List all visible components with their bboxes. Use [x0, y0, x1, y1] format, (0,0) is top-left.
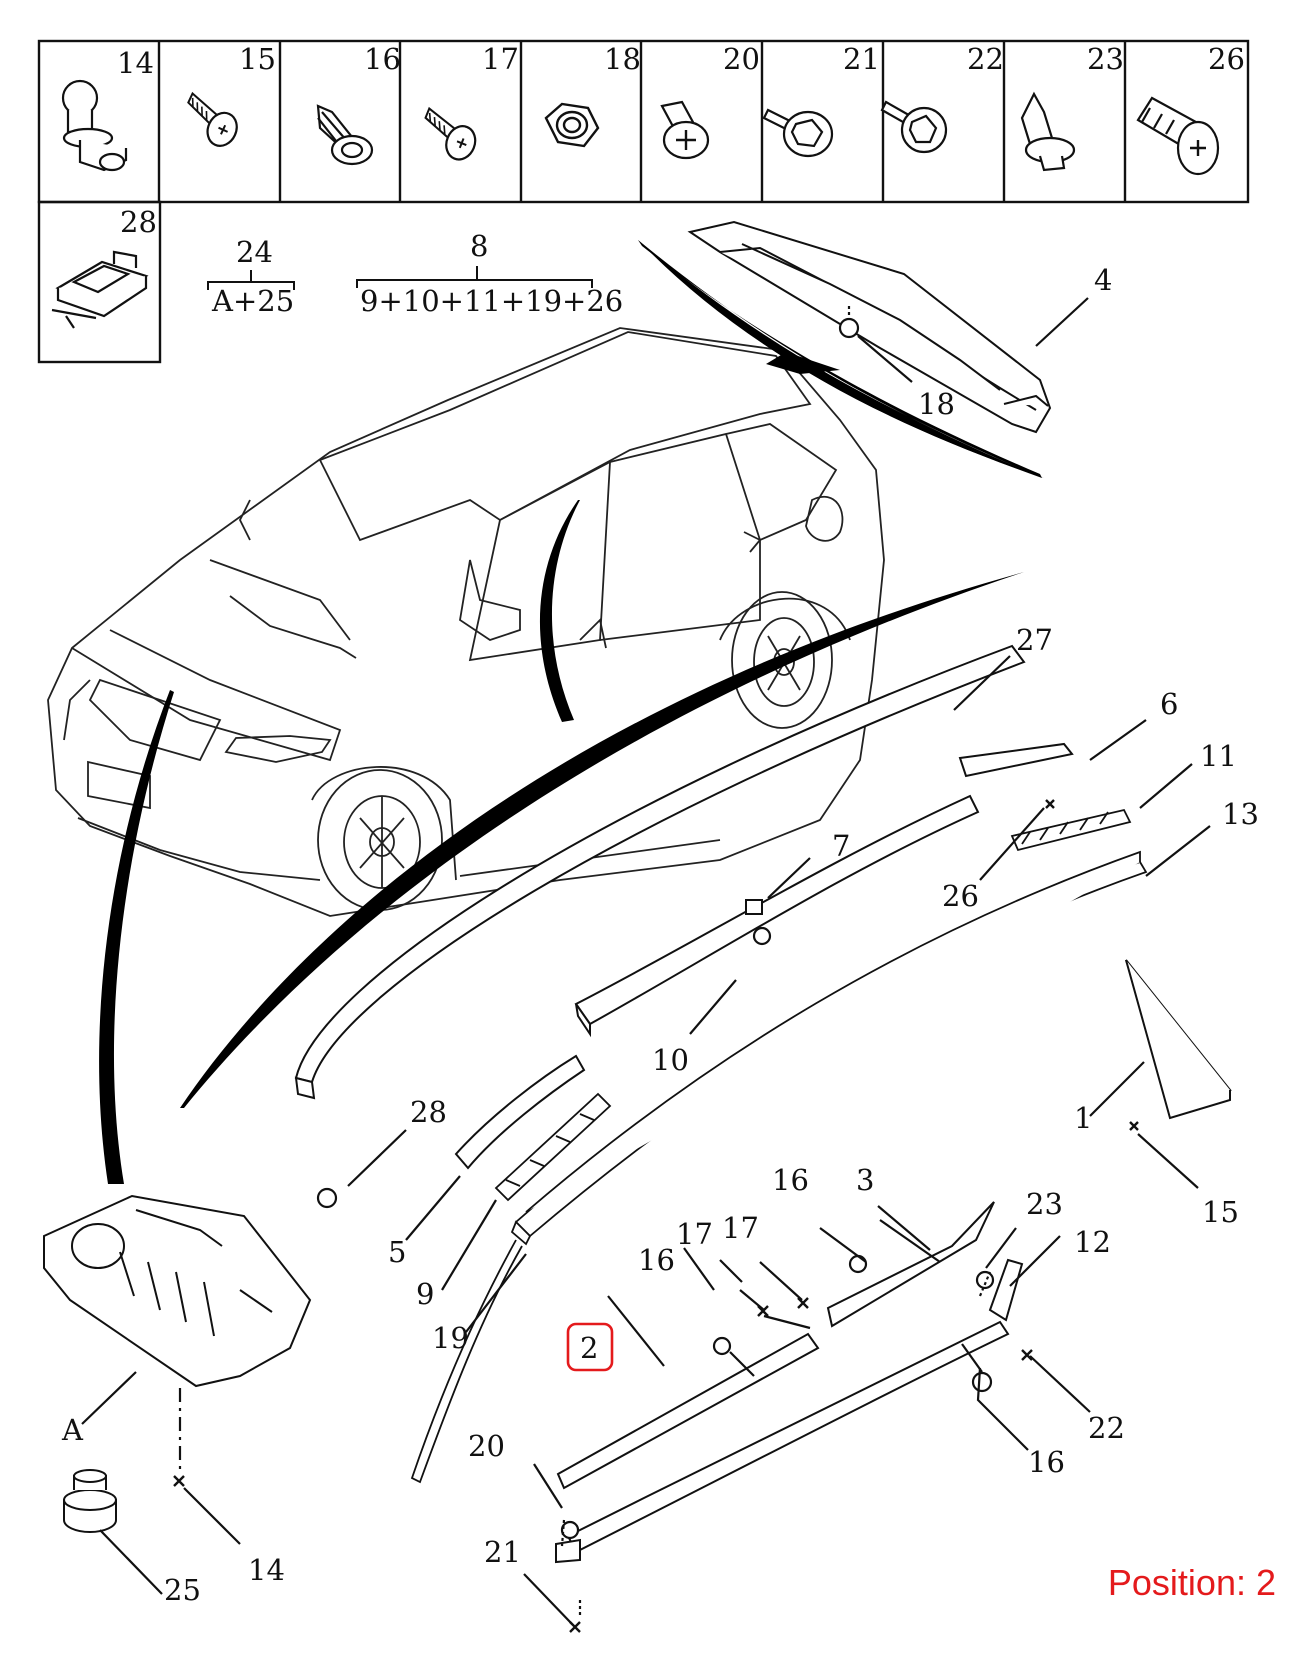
callout-20: 20	[468, 1429, 505, 1463]
callout-13: 13	[1222, 797, 1259, 831]
callout-27: 27	[1016, 623, 1053, 657]
phillips-screw-icon	[1136, 96, 1220, 176]
callout-17-b: 17	[722, 1211, 759, 1245]
part-9-bracket	[494, 1092, 612, 1202]
highlight-item-2[interactable]: 2	[566, 1322, 614, 1372]
part-13-rail	[410, 850, 1148, 1484]
thumb-16-number: 16	[364, 42, 401, 76]
callout-17-a: 17	[676, 1217, 713, 1251]
part-5-strip	[454, 1054, 586, 1170]
callout-19: 19	[432, 1321, 469, 1355]
kit-24-number: 24	[236, 235, 273, 269]
callout-6: 6	[1160, 687, 1178, 721]
thumb-28-number: 28	[120, 205, 157, 239]
flange-screw-icon	[880, 100, 948, 154]
washer-hex-screw-icon	[762, 108, 834, 158]
callout-15: 15	[1202, 1195, 1239, 1229]
pin-clip-icon	[1020, 91, 1076, 172]
thumb-20-number: 20	[723, 42, 760, 76]
kit-24: 24 A+25	[207, 235, 295, 318]
push-clip-icon	[316, 104, 374, 166]
thumb-14-number: 14	[117, 46, 154, 80]
part-25-grommet	[63, 1469, 117, 1533]
thumbnail-numbers: 14 15 16 17 18 20 21 22 23 26 28	[117, 42, 1245, 239]
callout-28: 28	[410, 1095, 447, 1129]
callout-12: 12	[1074, 1225, 1111, 1259]
part-11-bracket	[1010, 808, 1132, 852]
thumb-18-number: 18	[604, 42, 641, 76]
sweep-arcs	[99, 240, 1044, 1184]
callout-21: 21	[484, 1535, 521, 1569]
kit-8-number: 8	[470, 229, 488, 263]
bracket-clip-icon	[51, 250, 149, 329]
callout-10: 10	[652, 1043, 689, 1077]
cross-markers	[173, 799, 1139, 1633]
part-A-engine-cover	[43, 1194, 312, 1388]
kit-8-contents: 9+10+11+19+26	[360, 284, 623, 318]
callout-3: 3	[856, 1163, 874, 1197]
fastener-markers	[316, 317, 995, 1540]
highlight-box	[566, 1322, 614, 1372]
thumbnail-grid	[37, 39, 1250, 364]
callout-1: 1	[1074, 1101, 1092, 1135]
part-7-clip	[745, 899, 763, 915]
part-4-rear-spoiler	[687, 220, 1052, 434]
thumb-15-number: 15	[239, 42, 276, 76]
part-10-strip	[574, 794, 980, 1038]
callout-4: 4	[1094, 263, 1112, 297]
callout-numbers: 4 18 27 6 11 13 7 26 10 1 15 28 5 9 19 1…	[61, 263, 1259, 1607]
hex-nut-icon	[544, 102, 600, 148]
part-2-strip	[556, 1332, 820, 1490]
thumb-23-number: 23	[1087, 42, 1124, 76]
callout-A: A	[61, 1413, 84, 1447]
callout-18: 18	[918, 387, 955, 421]
thumb-17-number: 17	[482, 42, 519, 76]
position-label: Position: 2	[1107, 1562, 1276, 1603]
callout-11: 11	[1200, 739, 1237, 773]
callout-25: 25	[164, 1573, 201, 1607]
callout-2: 2	[580, 1331, 598, 1365]
callout-7: 7	[832, 829, 850, 863]
part-12-bracket	[988, 1258, 1024, 1322]
pan-screw-icon	[414, 107, 483, 165]
part-6-strip	[958, 742, 1074, 778]
part-sill-moulding	[555, 1320, 1010, 1564]
callout-22: 22	[1088, 1411, 1125, 1445]
callout-14: 14	[248, 1553, 285, 1587]
callout-16-a: 16	[772, 1163, 809, 1197]
callout-16-b: 16	[638, 1243, 675, 1277]
ball-stud-icon	[61, 79, 128, 172]
square-nut-icon	[660, 100, 710, 160]
tapping-screw-icon	[175, 92, 245, 152]
callout-23: 23	[1026, 1187, 1063, 1221]
thumb-26-number: 26	[1208, 42, 1245, 76]
leader-lines	[81, 297, 1211, 1625]
part-27-roof-strip	[294, 644, 1026, 1100]
part-1-triangle-trim	[1125, 959, 1232, 1120]
thumb-22-number: 22	[967, 42, 1004, 76]
thumb-21-number: 21	[843, 42, 880, 76]
kit-8: 8 9+10+11+19+26	[356, 229, 623, 318]
kit-24-contents: A+25	[211, 284, 294, 318]
callout-9: 9	[416, 1277, 434, 1311]
callout-26: 26	[942, 879, 979, 913]
callout-5: 5	[388, 1235, 406, 1269]
callout-16-d: 16	[1028, 1445, 1065, 1479]
